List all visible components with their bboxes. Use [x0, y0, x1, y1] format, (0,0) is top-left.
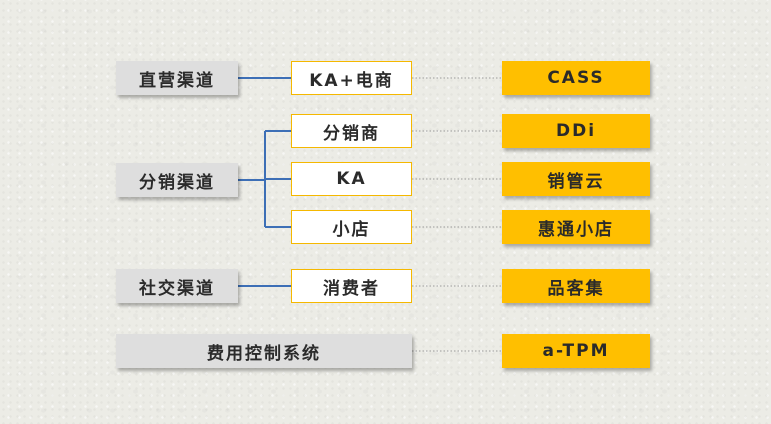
- subchannel-store: 小店: [291, 210, 412, 244]
- system-xiaoguanyun: 销管云: [502, 162, 650, 196]
- channel-social: 社交渠道: [116, 269, 238, 303]
- cost-control-system: 费用控制系统: [116, 334, 412, 368]
- subchannel-consumer: 消费者: [291, 269, 412, 303]
- system-pinkeji: 品客集: [502, 269, 650, 303]
- system-ddi: DDi: [502, 114, 650, 148]
- system-a-tpm: a-TPM: [502, 334, 650, 368]
- system-huitong-store: 惠通小店: [502, 210, 650, 244]
- subchannel-ka: KA: [291, 162, 412, 196]
- subchannel-ka-ecommerce: KA+电商: [291, 61, 412, 95]
- channel-distribution: 分销渠道: [116, 163, 238, 197]
- system-cass: CASS: [502, 61, 650, 95]
- channel-direct: 直营渠道: [116, 61, 238, 95]
- subchannel-distributor: 分销商: [291, 114, 412, 148]
